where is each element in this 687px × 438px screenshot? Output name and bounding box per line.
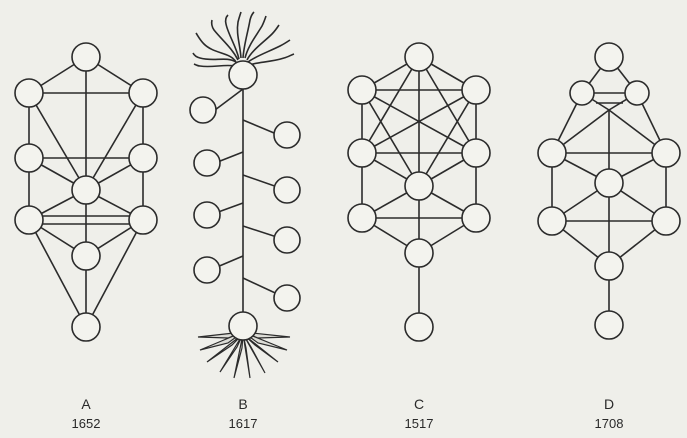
- diagram-a: A 1652: [15, 43, 157, 431]
- diagram-d-year: 1708: [595, 416, 624, 431]
- diagram-a-year: 1652: [72, 416, 101, 431]
- diagram-c-letter: C: [414, 396, 424, 412]
- diagram-b-year: 1617: [229, 416, 258, 431]
- diagram-c: C 1517: [348, 43, 490, 431]
- diagram-c-year: 1517: [405, 416, 434, 431]
- diagram-d-letter: D: [604, 396, 614, 412]
- diagram-b-nodes: [190, 61, 300, 340]
- diagram-b: B 1617: [190, 12, 300, 431]
- diagram-a-letter: A: [81, 396, 91, 412]
- diagram-b-top-roots: [193, 12, 294, 67]
- diagram-d: D 1708: [538, 43, 680, 431]
- diagram-b-trunk-branches: [210, 75, 286, 318]
- diagram-b-letter: B: [238, 396, 247, 412]
